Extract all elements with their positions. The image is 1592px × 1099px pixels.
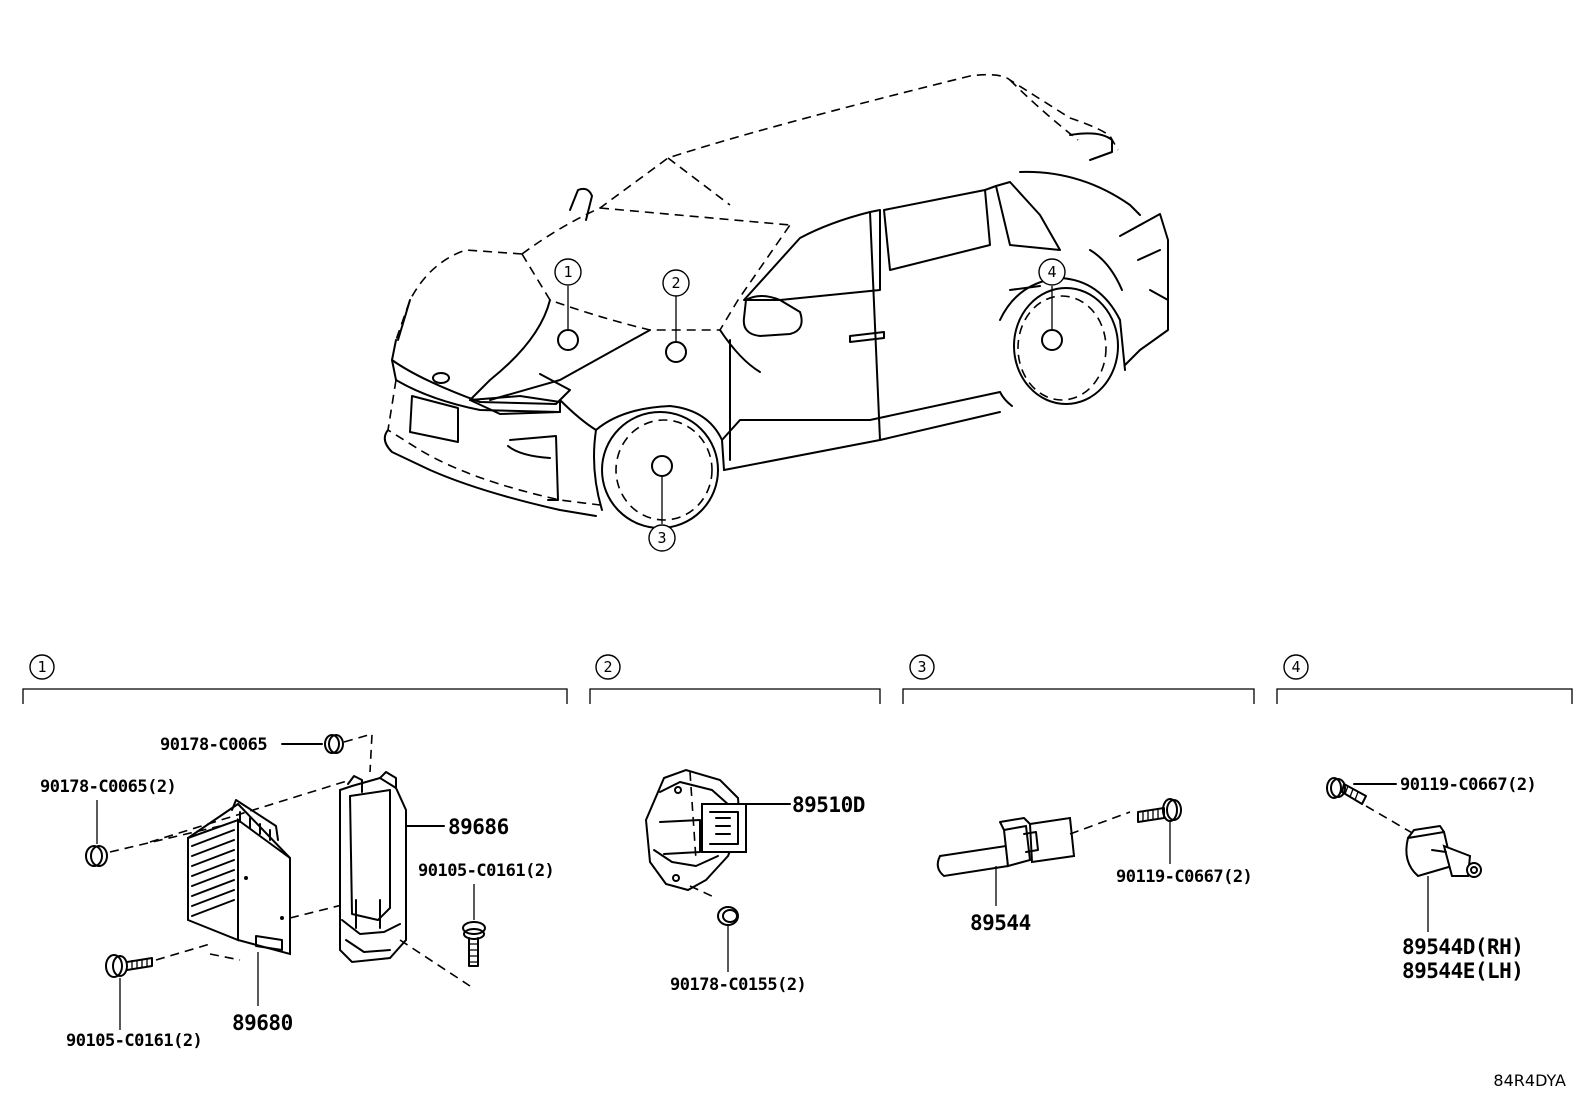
svg-text:2: 2 — [603, 658, 612, 676]
vehicle-callout-4: 4 — [1038, 258, 1066, 286]
group-header-2: 2 — [589, 654, 881, 704]
svg-text:4: 4 — [1047, 263, 1056, 281]
speed-sensor-icon — [936, 816, 1076, 878]
bolt-icon — [1326, 777, 1367, 805]
group-1-parts: 90178-C0065 90178-C0065(2) 89680 — [40, 732, 555, 1051]
sensor-icon — [644, 768, 747, 892]
bolt-icon — [1137, 798, 1182, 823]
vehicle-callout-1: 1 — [554, 258, 582, 286]
group-4-parts: 90119-C0667(2) 89544D(RH) 89544E(LH) — [1326, 775, 1537, 983]
group-header-4: 4 — [1276, 654, 1573, 704]
vehicle-callout-2: 2 — [662, 269, 690, 297]
location-marker-3 — [651, 455, 673, 477]
part-label-89510d: 89510D — [792, 793, 865, 817]
part-label-90178-c0065-2: 90178-C0065(2) — [40, 777, 176, 797]
location-marker-2 — [665, 341, 687, 363]
group-3-parts: 89544 90119-C0667(2) — [936, 798, 1253, 935]
group-header-1: 1 — [22, 654, 568, 704]
figure-code: 84R4DYA — [1493, 1071, 1566, 1090]
bolt-icon — [462, 921, 486, 967]
group-2-parts: 89510D 90178-C0155(2) — [644, 768, 865, 995]
part-label-89544d-rh: 89544D(RH) — [1402, 935, 1523, 959]
location-marker-1 — [557, 329, 579, 351]
svg-text:4: 4 — [1291, 658, 1300, 676]
svg-text:3: 3 — [657, 529, 666, 547]
part-label-90105-c0161-2-lower: 90105-C0161(2) — [66, 1031, 202, 1051]
part-label-90119-c0667-2-g3: 90119-C0667(2) — [1116, 867, 1252, 887]
svg-text:2: 2 — [671, 274, 680, 292]
bracket-icon — [339, 771, 407, 964]
part-label-89544e-lh: 89544E(LH) — [1402, 959, 1523, 983]
part-label-90119-c0667-2-g4: 90119-C0667(2) — [1400, 775, 1536, 795]
ecu-module-icon — [187, 799, 291, 956]
location-marker-4 — [1041, 329, 1063, 351]
part-label-90105-c0161-2-upper: 90105-C0161(2) — [418, 861, 554, 881]
svg-text:1: 1 — [37, 658, 46, 676]
nut-icon — [324, 734, 344, 754]
nut-icon — [717, 906, 739, 926]
vehicle-illustration: 1 2 3 4 — [383, 73, 1169, 552]
part-label-89680: 89680 — [232, 1011, 293, 1035]
part-label-90178-c0155-2: 90178-C0155(2) — [670, 975, 806, 995]
svg-text:1: 1 — [563, 263, 572, 281]
bolt-icon — [105, 954, 153, 978]
group-header-3: 3 — [902, 654, 1255, 704]
svg-text:3: 3 — [917, 658, 926, 676]
part-label-89686: 89686 — [448, 815, 509, 839]
part-label-90178-c0065: 90178-C0065 — [160, 735, 267, 755]
speed-sensor-icon — [1405, 825, 1482, 878]
part-label-89544: 89544 — [970, 911, 1031, 935]
nut-icon — [85, 845, 108, 867]
vehicle-callout-3: 3 — [648, 524, 676, 552]
